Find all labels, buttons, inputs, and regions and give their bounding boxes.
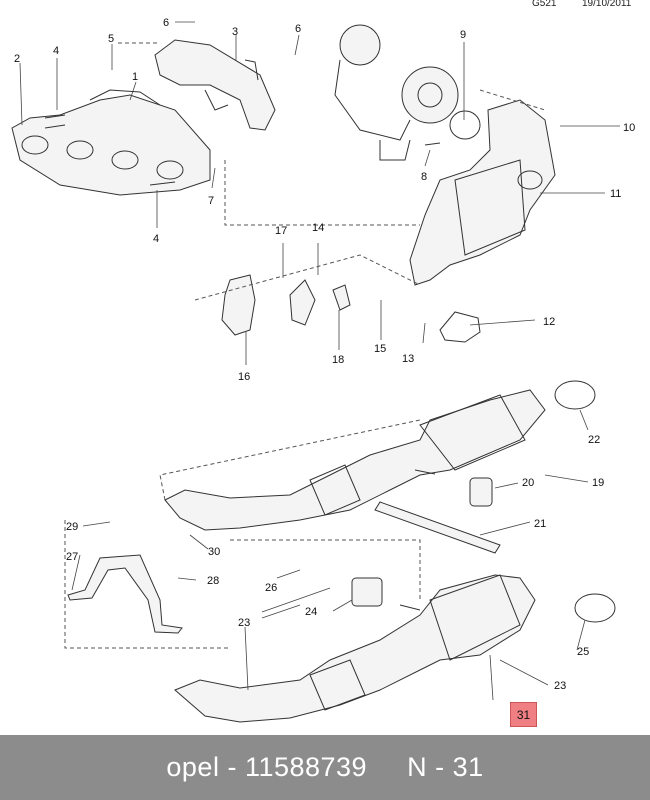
callout-12: 12 xyxy=(543,316,555,328)
callout-14: 14 xyxy=(312,222,324,234)
highlighted-callout-31: 31 xyxy=(510,702,537,727)
brand-label: opel xyxy=(166,752,220,782)
callout-13: 13 xyxy=(402,353,414,365)
callout-29: 29 xyxy=(66,521,78,533)
callout-21: 21 xyxy=(534,518,546,530)
hanger-part xyxy=(469,477,493,507)
callout-18: 18 xyxy=(332,354,344,366)
hanger-24-part xyxy=(351,577,383,607)
turbocharger-part xyxy=(334,24,459,161)
callout-26: 26 xyxy=(265,582,277,594)
callout-2: 2 xyxy=(14,53,20,65)
callout-10: 10 xyxy=(623,122,635,134)
callout-6-left: 6 xyxy=(163,17,169,29)
callout-25: 25 xyxy=(577,646,589,658)
callout-16: 16 xyxy=(238,371,250,383)
callout-23-left: 23 xyxy=(238,617,250,629)
gasket-part xyxy=(449,110,481,140)
separator-2 xyxy=(367,752,407,783)
callout-3: 3 xyxy=(232,26,238,38)
callout-11: 11 xyxy=(610,188,621,200)
heat-shield-part xyxy=(154,39,276,131)
bracket-27-part xyxy=(67,554,183,634)
callout-7: 7 xyxy=(208,195,214,207)
callout-4-lower: 4 xyxy=(153,233,159,245)
flange-gasket-part xyxy=(439,311,481,343)
callout-23-right: 23 xyxy=(554,680,566,692)
upper-catalytic-converter-part xyxy=(409,99,556,286)
exhaust-manifold-part xyxy=(11,89,211,196)
callout-5: 5 xyxy=(108,33,114,45)
lower-catalytic-converter-assembly-part xyxy=(174,574,536,723)
header-date: 19/10/2011 xyxy=(582,0,632,9)
strap-part xyxy=(374,501,501,554)
callout-19: 19 xyxy=(592,477,604,489)
callout-8: 8 xyxy=(421,171,427,183)
gasket-22-part xyxy=(554,380,596,410)
callout-28: 28 xyxy=(207,575,219,587)
callout-9: 9 xyxy=(460,29,466,41)
callout-15: 15 xyxy=(374,343,386,355)
callout-4-upper: 4 xyxy=(53,45,59,57)
separator-1: - xyxy=(219,752,245,782)
header-code: G521 xyxy=(532,0,557,9)
callout-24: 24 xyxy=(305,606,317,618)
exhaust-parts-diagram: 1 2 3 4 4 5 6 6 7 8 9 10 11 12 13 14 15 … xyxy=(11,17,635,723)
callout-22: 22 xyxy=(588,434,600,446)
callout-1: 1 xyxy=(132,71,138,83)
part-info-footer: opel - 11588739 N - 31 xyxy=(0,735,650,800)
callout-30: 30 xyxy=(208,546,220,558)
callout-6-right: 6 xyxy=(295,23,301,35)
reference-number: N - 31 xyxy=(407,752,484,782)
callout-17: 17 xyxy=(275,225,287,237)
callout-27: 27 xyxy=(66,551,78,563)
callout-20: 20 xyxy=(522,477,534,489)
brackets-part xyxy=(221,274,351,336)
part-number: 11588739 xyxy=(244,752,368,782)
catalytic-converter-assembly-part xyxy=(164,389,546,531)
gasket-25-part xyxy=(574,593,616,623)
